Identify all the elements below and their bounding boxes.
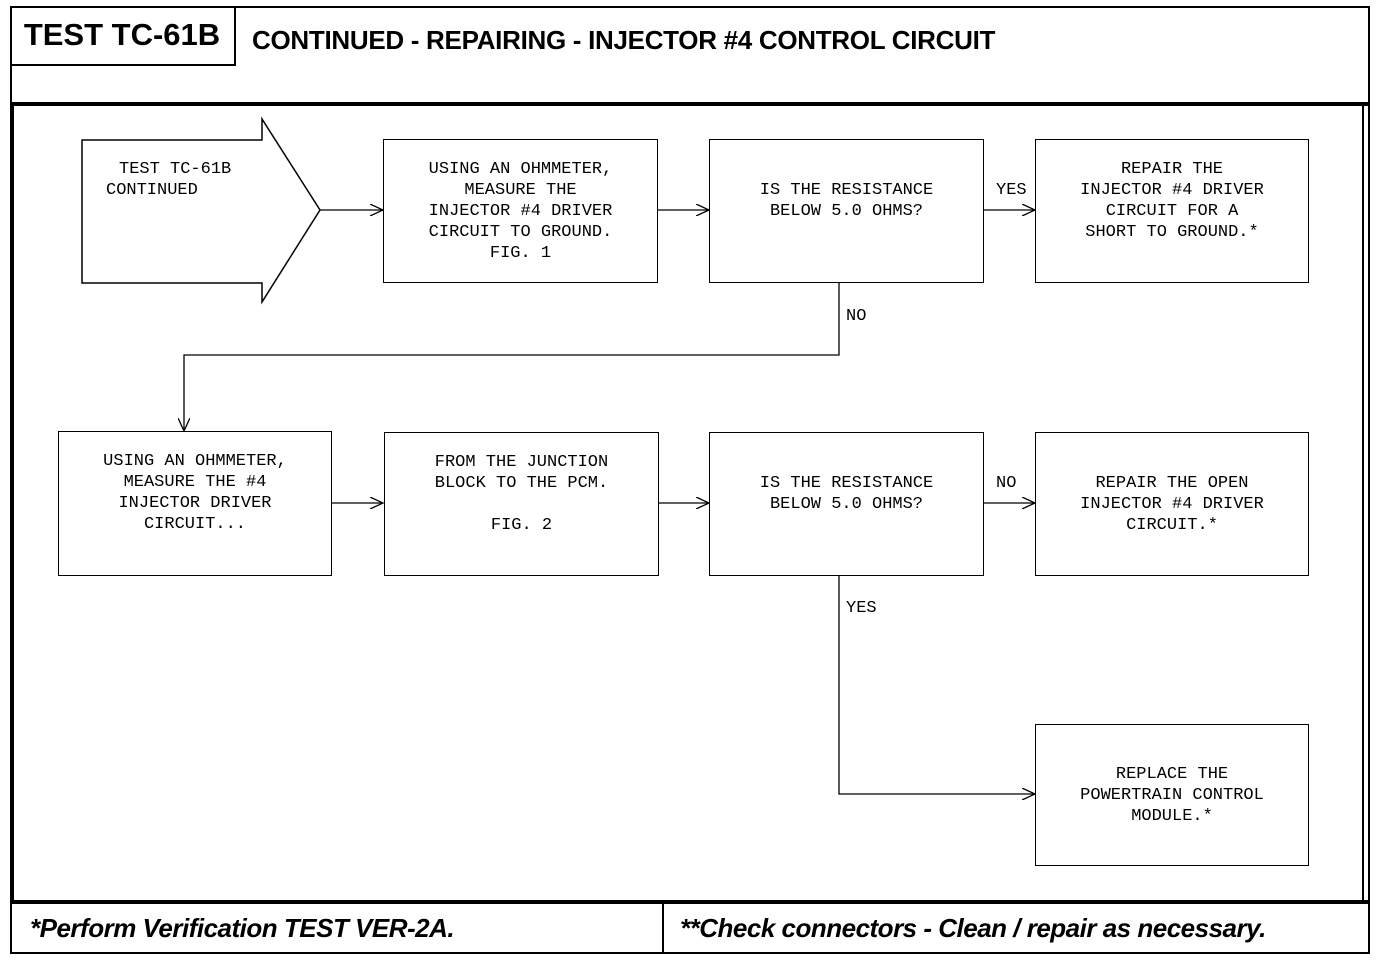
yes-label-q2: YES [846, 599, 877, 618]
repair-short-box: REPAIR THE INJECTOR #4 DRIVER CIRCUIT FO… [1035, 139, 1309, 283]
test-id: TEST TC-61B [23, 17, 221, 52]
arrow-q2-yes [838, 576, 1035, 794]
junction-block-box: FROM THE JUNCTION BLOCK TO THE PCM. FIG.… [384, 432, 659, 576]
start-label-line1: TEST TC-61B [119, 160, 232, 179]
start-label-line2: CONTINUED [106, 181, 198, 200]
footer-separator [662, 904, 664, 952]
repair-open-box: REPAIR THE OPEN INJECTOR #4 DRIVER CIRCU… [1035, 432, 1309, 576]
measure-circuit-box: USING AN OHMMETER, MEASURE THE #4 INJECT… [58, 431, 332, 576]
footer-verification-note: *Perform Verification TEST VER-2A. [30, 913, 455, 943]
body-right-edge [1362, 105, 1364, 902]
header-divider [10, 102, 1370, 105]
header-divider-inner [10, 105, 1370, 106]
start-arrow-shape [81, 116, 321, 305]
arrow-q1-no [184, 283, 840, 431]
no-label-q2: NO [996, 474, 1017, 493]
test-id-box: TEST TC-61B [10, 6, 236, 66]
resistance-question-1: IS THE RESISTANCE BELOW 5.0 OHMS? [709, 139, 984, 283]
resistance-question-2: IS THE RESISTANCE BELOW 5.0 OHMS? [709, 432, 984, 576]
footer-connectors-note: **Check connectors - Clean / repair as n… [680, 913, 1266, 943]
outer-frame [10, 6, 1370, 954]
yes-label-q1: YES [996, 181, 1027, 200]
body-left-edge [12, 105, 14, 902]
page-title: CONTINUED - REPAIRING - INJECTOR #4 CONT… [252, 25, 996, 55]
measure-to-ground-box: USING AN OHMMETER, MEASURE THE INJECTOR … [383, 139, 658, 283]
footer-divider [10, 900, 1370, 904]
replace-pcm-box: REPLACE THE POWERTRAIN CONTROL MODULE.* [1035, 724, 1309, 866]
no-label-q1: NO [846, 307, 867, 326]
